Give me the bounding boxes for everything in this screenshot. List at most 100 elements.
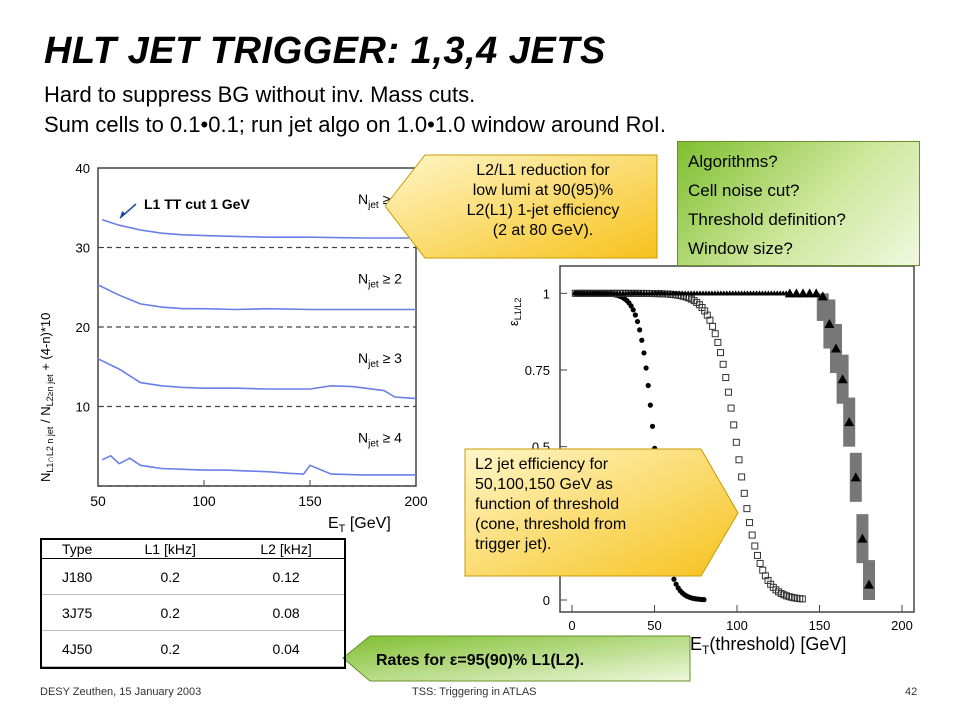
data-point-square bbox=[714, 338, 722, 346]
data-point-circle bbox=[671, 576, 677, 582]
page-number: 42 bbox=[905, 686, 918, 698]
data-point-circle bbox=[641, 350, 647, 356]
data-point-square bbox=[724, 388, 732, 396]
data-point-triangle bbox=[824, 319, 835, 328]
x-tick-label: 150 bbox=[298, 493, 322, 509]
data-point-square bbox=[740, 489, 748, 497]
rates-callout: Rates for ε=95(90)% L1(L2). bbox=[342, 635, 691, 682]
table-cell: 4J50 bbox=[42, 630, 113, 667]
data-point-square bbox=[746, 519, 754, 527]
table-cell: 0.2 bbox=[112, 594, 229, 631]
data-point-square bbox=[730, 421, 738, 429]
y-tick-label: 40 bbox=[76, 161, 90, 176]
data-point-square bbox=[711, 330, 719, 338]
data-point-triangle bbox=[831, 343, 841, 353]
data-point-triangle bbox=[784, 288, 795, 298]
data-point-square bbox=[722, 374, 730, 382]
data-point-square bbox=[732, 438, 740, 446]
right-xlabel: ET(threshold) [GeV] bbox=[690, 634, 846, 657]
table-header-cell: Type bbox=[42, 540, 113, 559]
table-cell: J180 bbox=[42, 558, 113, 595]
y-tick-label: 0.75 bbox=[525, 363, 550, 378]
question-algorithms: Algorithms? bbox=[688, 152, 778, 171]
table-cell: 0.08 bbox=[228, 594, 344, 631]
table-cell: 0.2 bbox=[112, 630, 229, 667]
data-point-circle bbox=[630, 307, 636, 313]
x-tick-label: 100 bbox=[726, 618, 748, 633]
left-ylabel: NL1∩L2 n jet / NL2≥n jet + (4-n)*10 bbox=[38, 313, 55, 482]
data-point-circle bbox=[645, 382, 651, 389]
x-tick-label: 50 bbox=[647, 618, 661, 633]
question-window-size: Window size? bbox=[688, 239, 793, 258]
x-tick-label: 200 bbox=[404, 493, 428, 509]
question-cell-noise: Cell noise cut? bbox=[688, 181, 800, 200]
data-point-triangle bbox=[844, 417, 855, 427]
callout-line: function of threshold bbox=[475, 496, 619, 513]
data-point-circle bbox=[632, 312, 638, 318]
y-tick-label: 1 bbox=[543, 286, 550, 301]
series-label: Njet ≥ 3 bbox=[358, 350, 402, 370]
subtitle-line-1: Hard to suppress BG without inv. Mass cu… bbox=[44, 82, 476, 107]
data-point-circle bbox=[637, 327, 643, 333]
footer-venue: DESY Zeuthen, 15 January 2003 bbox=[40, 686, 202, 698]
callout-line: L2 jet efficiency for bbox=[475, 456, 609, 473]
x-tick-label: 200 bbox=[891, 618, 913, 633]
data-point-triangle bbox=[817, 291, 828, 301]
series-label: Njet ≥ 2 bbox=[358, 270, 402, 290]
callout-line: L2(L1) 1-jet efficiency bbox=[467, 202, 620, 219]
data-point-square bbox=[727, 404, 735, 412]
tt-cut-annotation: L1 TT cut 1 GeV bbox=[119, 196, 250, 219]
x-tick-label: 0 bbox=[568, 618, 575, 633]
table-cell: 0.12 bbox=[228, 558, 344, 595]
questions-callout: Algorithms? Cell noise cut? Threshold de… bbox=[677, 141, 920, 266]
table-cell: 0.2 bbox=[112, 558, 229, 595]
data-point-square bbox=[748, 531, 756, 539]
data-point-square bbox=[751, 542, 759, 550]
data-point-square bbox=[738, 473, 746, 481]
data-point-circle bbox=[673, 581, 679, 587]
data-point-square bbox=[753, 551, 761, 559]
rates-callout-text: Rates for ε=95(90)% L1(L2). bbox=[376, 652, 584, 669]
callout-line: L2/L1 reduction for bbox=[476, 162, 610, 179]
data-point-triangle bbox=[837, 374, 848, 384]
x-tick-label: 50 bbox=[90, 493, 106, 509]
data-point-triangle bbox=[811, 288, 822, 298]
data-point-triangle bbox=[804, 288, 815, 298]
data-point-square bbox=[719, 360, 727, 368]
callout-line: (2 at 80 GeV). bbox=[493, 222, 594, 239]
question-threshold: Threshold definition? bbox=[688, 210, 846, 229]
table-cell: 0.04 bbox=[228, 630, 344, 667]
series-line bbox=[97, 358, 417, 400]
data-point-circle bbox=[647, 402, 653, 408]
table-header-cell: L1 [kHz] bbox=[112, 540, 229, 559]
data-point-square bbox=[798, 595, 806, 603]
data-point-circle bbox=[701, 597, 707, 603]
series-line bbox=[97, 284, 416, 311]
subtitle-line-2: Sum cells to 0.1•0.1; run jet algo on 1.… bbox=[44, 112, 666, 137]
table-cell: 3J75 bbox=[42, 594, 113, 631]
page-title: HLT JET TRIGGER: 1,3,4 JETS bbox=[44, 30, 606, 72]
x-tick-label: 100 bbox=[192, 493, 216, 509]
right-ylabel: εL1/L2 bbox=[506, 298, 523, 326]
left-xlabel: ET [GeV] bbox=[328, 515, 391, 535]
series-line bbox=[101, 454, 416, 476]
y-tick-label: 10 bbox=[76, 400, 90, 415]
tt-cut-label: L1 TT cut 1 GeV bbox=[144, 196, 250, 212]
series-label: Njet ≥ 4 bbox=[358, 429, 402, 449]
y-tick-label: 20 bbox=[76, 320, 90, 335]
data-point-circle bbox=[628, 303, 634, 309]
data-point-triangle bbox=[791, 288, 802, 298]
x-tick-label: 150 bbox=[809, 618, 831, 633]
data-point-square bbox=[717, 349, 724, 357]
data-point-triangle bbox=[857, 533, 868, 543]
